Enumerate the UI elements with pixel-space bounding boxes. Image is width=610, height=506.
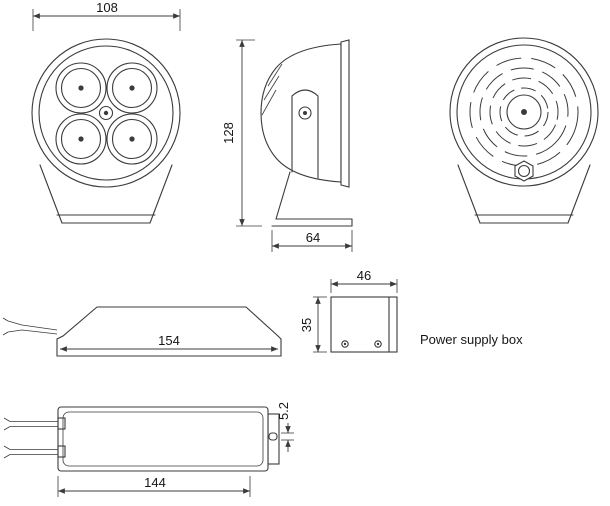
dimension-psu-length: 154 [60, 333, 278, 352]
housing-side-body [260, 43, 342, 183]
heatsink-fins [469, 57, 579, 167]
wire-tip [2, 331, 9, 336]
psu-top-body [57, 406, 269, 472]
dimension-label-front-width: 108 [96, 0, 118, 15]
bracket-edge [39, 164, 63, 224]
psu-end-view: 46 35 Power supply box [299, 268, 523, 353]
psu-side-body [56, 306, 282, 357]
lens [55, 113, 107, 165]
bracket-edge [457, 164, 481, 224]
front-bracket [39, 164, 173, 224]
psu-label: Power supply box [420, 332, 523, 347]
side-bracket-foot [271, 171, 353, 227]
dimension-label-psu-length: 154 [158, 333, 180, 348]
pivot-bolt-center [303, 111, 307, 115]
psu-top-inner-outline [62, 411, 264, 467]
front-bezel [340, 39, 350, 188]
pivot-bolt [298, 106, 312, 120]
lens [106, 113, 158, 165]
dimension-label-psu-top-length: 144 [144, 475, 166, 490]
dimension-slot-width: 5.2 [276, 402, 294, 452]
wire-lead [7, 329, 58, 335]
arm-top [291, 89, 319, 97]
dimension-side-height: 128 [221, 39, 262, 227]
psu-side-view: 154 [2, 306, 282, 357]
right-mounting-tab [267, 413, 280, 465]
wire-tip [2, 317, 9, 322]
dimension-front-width: 108 [32, 0, 181, 31]
lens-array [55, 62, 158, 165]
center-screw [98, 105, 114, 121]
fin-hatching [261, 63, 283, 116]
bracket-edge [567, 164, 591, 224]
cable-grommets [57, 417, 66, 458]
mounting-slot [268, 432, 278, 441]
psu-end-body [330, 296, 398, 353]
dimension-psu-end-height: 35 [299, 296, 327, 353]
dimension-psu-top-length: 144 [57, 475, 251, 497]
dimension-label-side-height: 128 [221, 122, 236, 144]
psu-top-view: 5.2 144 [3, 402, 294, 497]
dimension-label-psu-end-width: 46 [357, 268, 371, 283]
dimension-label-side-depth: 64 [306, 230, 320, 245]
dimension-label-psu-end-height: 35 [299, 318, 314, 332]
rear-center-disc [506, 94, 542, 130]
dimension-psu-end-width: 46 [330, 268, 398, 293]
dimension-side-depth: 64 [271, 230, 353, 252]
psu-wires [3, 417, 58, 459]
housing-inner-ring [38, 45, 174, 181]
wire-lead [7, 320, 58, 331]
rear-bracket [457, 164, 591, 224]
lamp-rear-view [449, 37, 599, 224]
psu-wire [2, 317, 58, 336]
rear-hex-nut [514, 160, 534, 182]
dimension-label-slot-width: 5.2 [276, 402, 291, 420]
bracket-edge [275, 171, 291, 220]
bracket-edge [149, 164, 173, 224]
lens [55, 62, 107, 114]
terminal-screws [341, 340, 382, 348]
lamp-front-view: 108 [31, 0, 181, 224]
bracket-arm [291, 89, 319, 179]
lens [106, 62, 158, 114]
lamp-side-view: 128 64 [221, 39, 353, 252]
